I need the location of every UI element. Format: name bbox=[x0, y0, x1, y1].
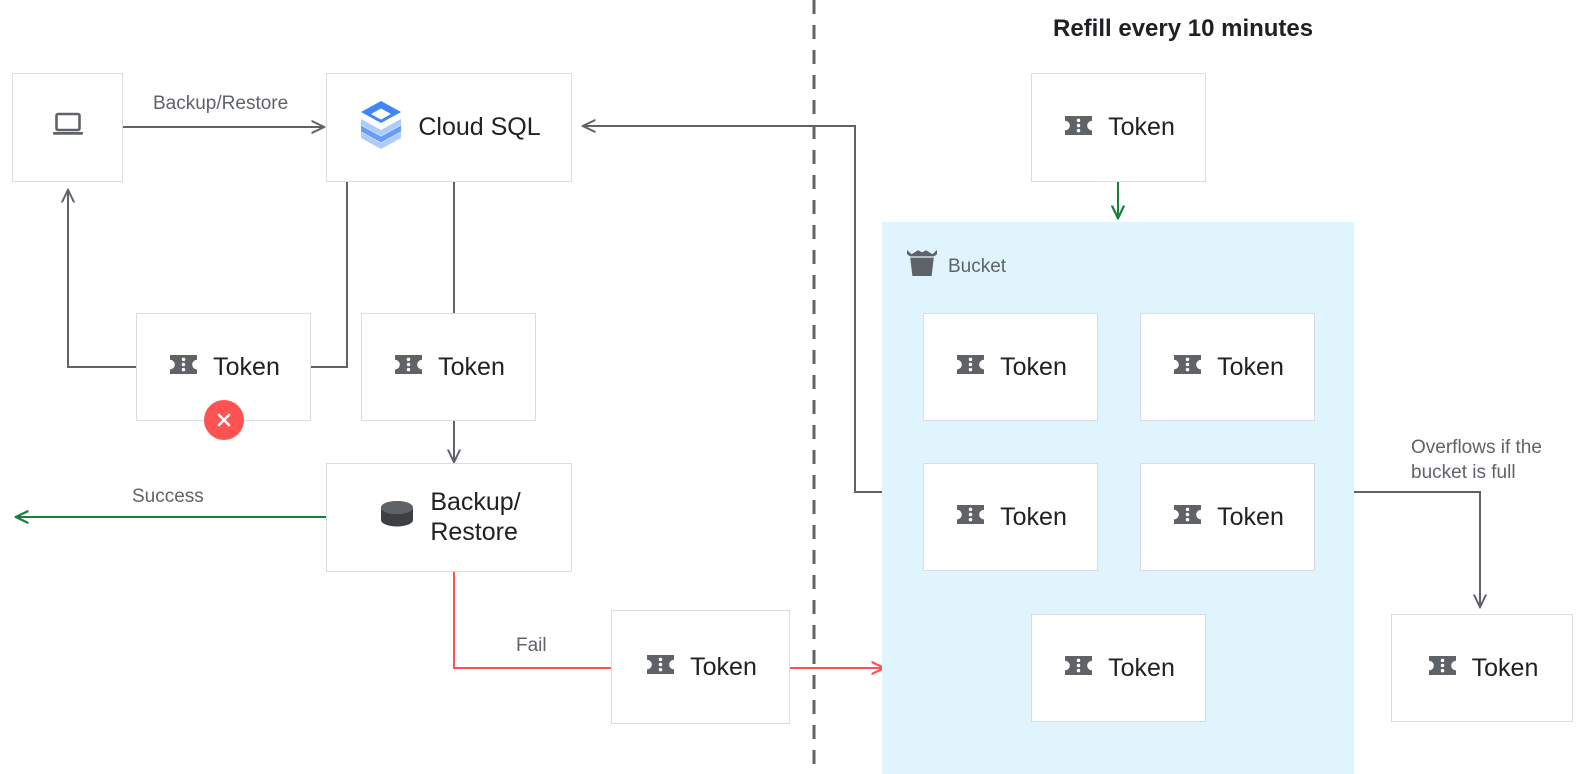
token-icon bbox=[167, 348, 200, 386]
bucket-header: Bucket bbox=[905, 249, 1006, 284]
cloud-sql-node[interactable]: Cloud SQL bbox=[326, 73, 572, 182]
token-label: Token bbox=[690, 652, 757, 681]
token-label: Token bbox=[1108, 113, 1175, 141]
bucket-token-1[interactable]: Token bbox=[923, 313, 1098, 421]
edge-bucket-overflow bbox=[1354, 491, 1480, 607]
token-consumed-node[interactable]: Token bbox=[361, 313, 536, 421]
edge-label-success: Success bbox=[132, 486, 204, 507]
token-label: Token bbox=[1217, 502, 1284, 531]
cloud-sql-icon bbox=[357, 99, 405, 156]
token-icon bbox=[954, 498, 987, 536]
diagram-title: Refill every 10 minutes bbox=[1053, 15, 1314, 42]
edge-bucket-to-cloudsql bbox=[583, 126, 882, 493]
token-icon bbox=[1062, 109, 1095, 147]
bucket-token-3[interactable]: Token bbox=[923, 463, 1098, 571]
token-label: Token bbox=[1000, 502, 1067, 531]
bucket-label: Bucket bbox=[948, 255, 1007, 277]
bucket-token-4[interactable]: Token bbox=[1140, 463, 1315, 571]
token-icon bbox=[954, 348, 987, 386]
bucket-token-5[interactable]: Token bbox=[1031, 614, 1206, 722]
token-refill-node[interactable]: Token bbox=[1031, 73, 1206, 182]
token-icon bbox=[1171, 348, 1204, 386]
token-returned-node[interactable]: Token bbox=[611, 610, 790, 724]
token-label: Token bbox=[1217, 352, 1284, 381]
database-icon bbox=[377, 498, 417, 537]
token-overflow-node[interactable]: Token bbox=[1391, 614, 1573, 722]
bucket-icon bbox=[905, 249, 939, 284]
edge-label-overflow: Overflows if the bucket is full bbox=[1411, 437, 1542, 483]
token-label: Token bbox=[213, 352, 280, 381]
error-x-icon bbox=[204, 400, 244, 440]
bucket-token-2[interactable]: Token bbox=[1140, 313, 1315, 421]
edge-cloudsql-to-token-failed bbox=[311, 182, 348, 368]
edge-token-failed-to-client bbox=[68, 190, 136, 368]
laptop-icon bbox=[48, 109, 88, 146]
edge-label-fail: Fail bbox=[516, 635, 547, 656]
token-label: Token bbox=[438, 352, 505, 381]
token-label: Token bbox=[1000, 352, 1067, 381]
token-icon bbox=[1171, 498, 1204, 536]
token-icon bbox=[392, 348, 425, 386]
cloud-sql-label: Cloud SQL bbox=[418, 112, 541, 141]
token-icon bbox=[1426, 649, 1459, 687]
token-icon bbox=[644, 648, 677, 686]
token-label: Token bbox=[1108, 653, 1175, 682]
client-node[interactable] bbox=[12, 73, 123, 182]
token-icon bbox=[1062, 649, 1095, 687]
edge-label-backup-restore: Backup/Restore bbox=[153, 93, 289, 114]
backup-restore-node[interactable]: Backup/ Restore bbox=[326, 463, 572, 572]
backup-restore-label: Backup/ Restore bbox=[430, 488, 521, 546]
token-label: Token bbox=[1471, 653, 1539, 682]
